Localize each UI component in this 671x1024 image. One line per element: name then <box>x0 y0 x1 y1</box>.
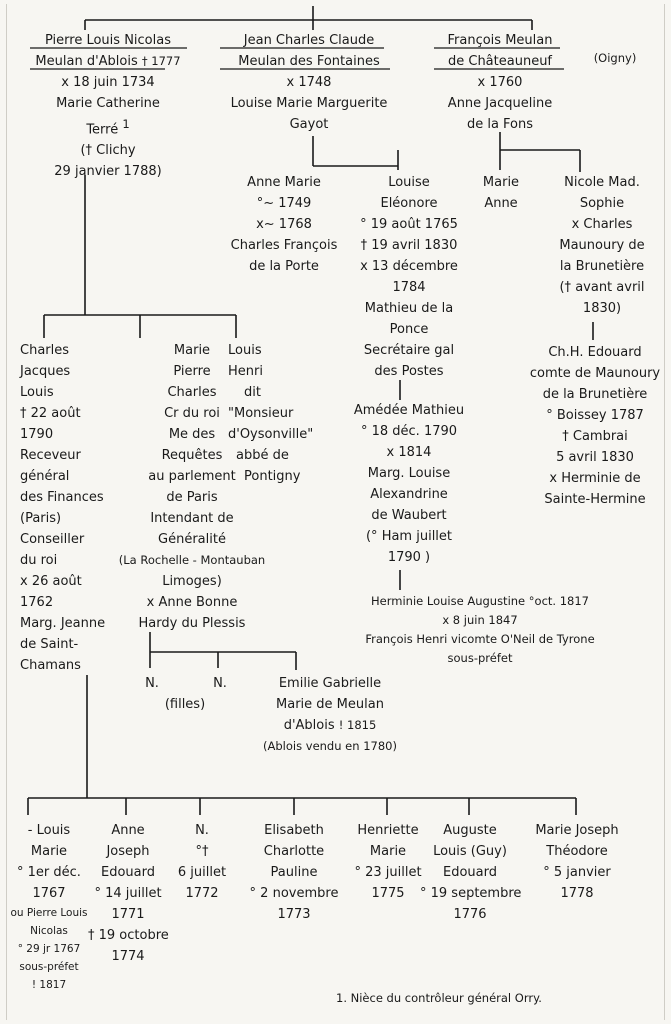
footnote-mark: 1 <box>122 117 130 131</box>
person-marie-anne: Marie Anne <box>482 175 520 211</box>
person-jean-charles-claude: Jean Charles Claude Meulan des Fontaines… <box>214 30 404 135</box>
person-amedee-mathieu: Amédée Mathieu ° 18 déc. 1790 x 1814 Mar… <box>353 403 465 565</box>
marriage-date: x 1760 <box>477 75 523 90</box>
name-line: Jean Charles Claude <box>243 33 375 48</box>
person-pierre-louis-nicolas: Pierre Louis Nicolas Meulan d'Ablois † 1… <box>8 30 208 182</box>
person-charles-jacques-louis: Charles Jacques Louis † 22 août 1790 Rec… <box>20 343 106 673</box>
person-auguste-louis: Auguste Louis (Guy) Edouard ° 19 septemb… <box>420 823 522 922</box>
spouse-line: 29 janvier 1788) <box>54 164 162 180</box>
person-mp-n2: N. <box>213 676 227 691</box>
spouse-line: Louise Marie Marguerite <box>230 96 388 111</box>
person-emilie-gabrielle: Emilie Gabrielle Marie de Meulan d'Abloi… <box>263 676 397 753</box>
person-henriette-marie: Henriette Marie ° 23 juillet 1775 <box>354 823 422 901</box>
spouse-line: de la Fons <box>466 117 534 132</box>
name-line: de Châteauneuf <box>447 54 553 69</box>
spouse-line: († Clichy <box>80 143 136 159</box>
person-n: N. °† 6 juillet 1772 <box>177 823 227 901</box>
person-francois-meulan: François Meulan de Châteauneuf x 1760 An… <box>420 30 580 135</box>
person-ch-h-edouard: Ch.H. Edouard comte de Maunoury de la Br… <box>529 345 661 507</box>
name-line: Pierre Louis Nicolas <box>45 33 171 48</box>
marriage-date: x 18 juin 1734 <box>61 75 155 90</box>
person-mp-n1: N. <box>145 676 159 691</box>
person-anne-marie: Anne Marie °~ 1749 x~ 1768 Charles Franç… <box>230 175 338 274</box>
spouse-line: Terré 1 <box>86 117 130 138</box>
person-louis-marie: - Louis Marie ° 1er déc. 1767 ou Pierre … <box>10 823 88 991</box>
spouse-line: Marie Catherine <box>56 96 160 111</box>
person-anne-joseph-edouard: Anne Joseph Edouard ° 14 juillet 1771 † … <box>88 823 169 964</box>
name-line: Meulan d'Ablois † 1777 <box>35 54 181 69</box>
place-oigny: (Oigny) <box>593 51 637 65</box>
label-filles: (filles) <box>164 697 206 712</box>
person-louise-eleonore: Louise Eléonore ° 19 août 1765 † 19 avri… <box>360 175 458 379</box>
person-marie-pierre-charles: Marie Pierre Charles Cr du roi Me des Re… <box>118 343 266 631</box>
spouse-line: Gayot <box>289 117 329 132</box>
person-louis-henri: Louis Henri dit "Monsieur d'Oysonville" … <box>228 343 314 484</box>
name-line: François Meulan <box>447 33 553 48</box>
spouse-line: Anne Jacqueline <box>447 96 553 111</box>
person-nicole-sophie: Nicole Mad. Sophie x Charles Maunoury de… <box>559 175 645 316</box>
person-marie-joseph-theodore: Marie Joseph Théodore ° 5 janvier 1778 <box>535 823 619 901</box>
footnote: 1. Nièce du contrôleur général Orry. <box>336 991 542 1005</box>
name-line: Meulan des Fontaines <box>238 54 380 69</box>
person-elisabeth-charlotte-pauline: Elisabeth Charlotte Pauline ° 2 novembre… <box>249 823 339 922</box>
person-herminie-louise-augustine: Herminie Louise Augustine °oct. 1817 x 8… <box>365 594 595 665</box>
marriage-date: x 1748 <box>286 75 332 90</box>
